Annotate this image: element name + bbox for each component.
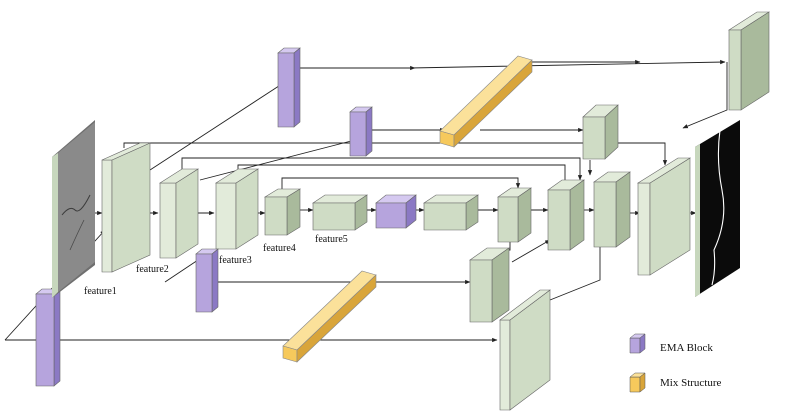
connector-line bbox=[682, 62, 728, 129]
legend-mix-label: Mix Structure bbox=[660, 377, 722, 389]
legend: EMA Block Mix Structure bbox=[629, 333, 722, 393]
feature1-block bbox=[101, 142, 151, 273]
decoder-block-5 bbox=[636, 157, 692, 276]
ema-block-center bbox=[375, 194, 417, 229]
mix-structure-bottom bbox=[282, 270, 377, 363]
legend-ema-swatch bbox=[629, 333, 646, 354]
decoder-block-1 bbox=[423, 194, 479, 231]
feature1-label: feature1 bbox=[84, 286, 117, 297]
legend-ema-label: EMA Block bbox=[660, 342, 713, 354]
feature2-label: feature2 bbox=[136, 264, 169, 275]
ema-block-top bbox=[277, 47, 301, 128]
feature4-label: feature4 bbox=[263, 243, 296, 254]
connector-line bbox=[237, 164, 568, 189]
connector-line bbox=[281, 177, 521, 190]
feature2-block bbox=[158, 168, 200, 259]
connector-line bbox=[199, 139, 356, 181]
skip-block-lower bbox=[469, 247, 510, 323]
legend-mix-swatch bbox=[629, 372, 646, 393]
mix-structure-top bbox=[439, 55, 533, 148]
output-image bbox=[695, 120, 740, 297]
decoder-block-4 bbox=[593, 171, 631, 248]
ema-block-bottom bbox=[35, 288, 61, 387]
feature5-label: feature5 bbox=[315, 234, 348, 245]
skip-block-top bbox=[727, 11, 771, 111]
decoder-block-2 bbox=[497, 187, 532, 243]
ema-block-second bbox=[349, 106, 373, 157]
feature3-label: feature3 bbox=[219, 255, 252, 266]
ema-block-lower bbox=[195, 248, 219, 313]
input-image bbox=[52, 120, 95, 298]
connector-line bbox=[123, 142, 668, 166]
connector-line bbox=[511, 239, 551, 263]
feature5-block bbox=[312, 194, 368, 231]
connector-line bbox=[549, 239, 603, 301]
connector-line bbox=[149, 81, 286, 171]
blocks-layer bbox=[35, 11, 771, 411]
skip-block-bottom bbox=[499, 289, 551, 411]
skip-block-upper bbox=[582, 104, 619, 160]
feature4-block bbox=[263, 188, 302, 236]
decoder-block-3 bbox=[547, 179, 585, 251]
connector-line bbox=[181, 157, 583, 181]
feature3-block bbox=[214, 168, 260, 250]
